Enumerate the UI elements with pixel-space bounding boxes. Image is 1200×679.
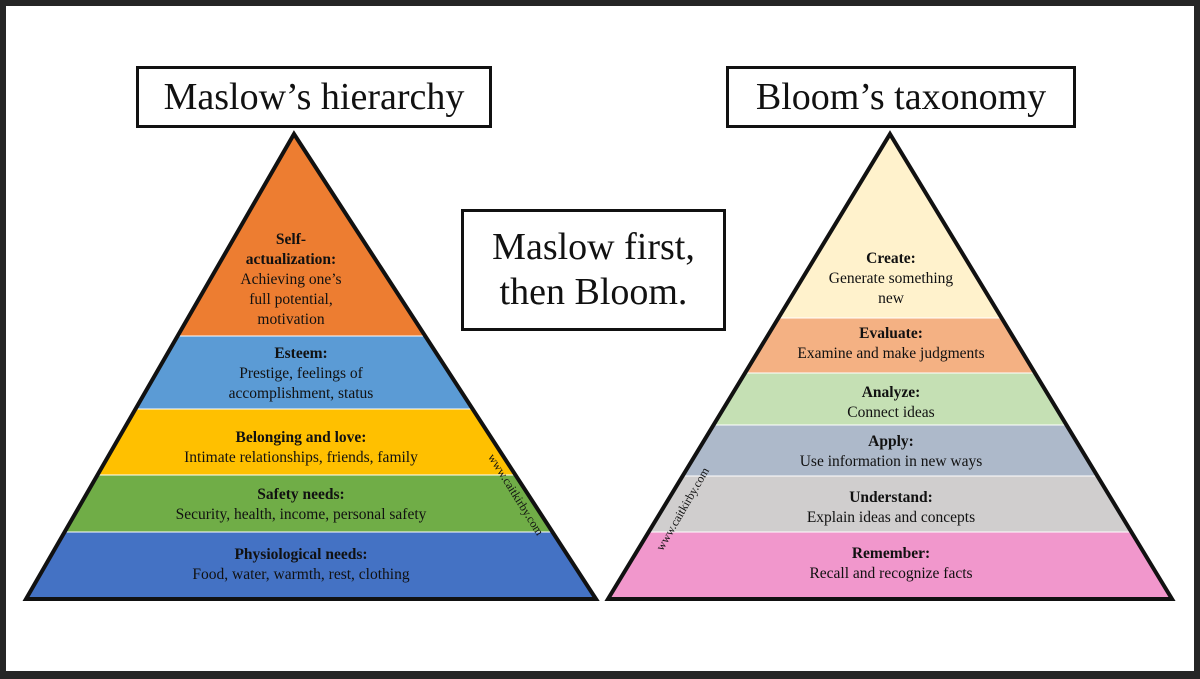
- bloom-label-remember: Remember: Recall and recognize facts: [809, 545, 973, 582]
- bloom-label-create: Create: Generate something new: [828, 250, 954, 307]
- maslow-pyramid-outline: [22, 130, 600, 601]
- bloom-title: Bloom’s taxonomy: [726, 66, 1076, 128]
- maslow-label-physiological: Physiological needs: Food, water, warmth…: [192, 546, 410, 583]
- canvas: Maslow’s hierarchy Bloom’s taxonomy Masl…: [6, 6, 1194, 671]
- bloom-label-analyze: Analyze: Connect ideas: [847, 384, 935, 421]
- maslow-label-belonging: Belonging and love: Intimate relationshi…: [184, 429, 418, 466]
- maslow-label-safety: Safety needs: Security, health, income, …: [175, 486, 427, 523]
- maslow-label-self-actualization: Self- actualization: Achieving one’s ful…: [240, 231, 342, 328]
- bloom-label-evaluate: Evaluate: Examine and make judgments: [797, 325, 985, 362]
- bloom-pyramid-outline: [604, 130, 1176, 601]
- pyramids-svg: [22, 130, 1176, 601]
- center-note-box: Maslow first, then Bloom.: [461, 209, 726, 331]
- maslow-title: Maslow’s hierarchy: [136, 66, 492, 128]
- bloom-label-apply: Apply: Use information in new ways: [799, 433, 983, 470]
- center-note-line1: Maslow first,: [492, 226, 695, 268]
- maslow-label-esteem: Esteem: Prestige, feelings of accomplish…: [228, 345, 374, 402]
- bloom-label-understand: Understand: Explain ideas and concepts: [806, 489, 976, 526]
- center-note-line2: then Bloom.: [499, 271, 688, 313]
- maslow-band-physiological: [26, 531, 596, 599]
- bloom-band-remember: [608, 531, 1172, 599]
